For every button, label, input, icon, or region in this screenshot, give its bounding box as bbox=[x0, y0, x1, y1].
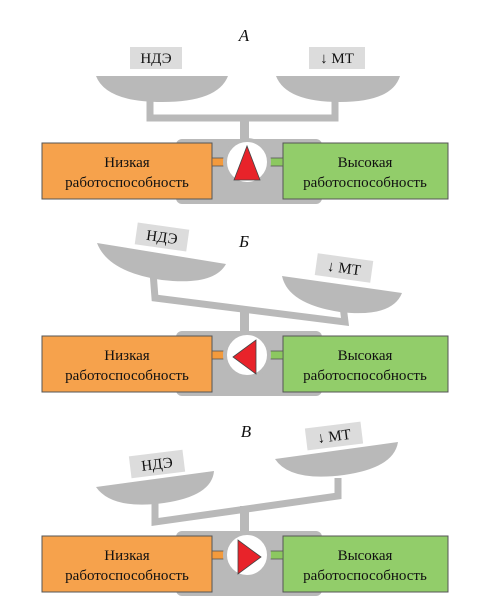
panel-a-right-pan bbox=[276, 76, 400, 102]
panel-c-low-box-line1: Низкая bbox=[104, 548, 150, 564]
panel-c-high-box-line1: Высокая bbox=[338, 548, 393, 564]
panel-b-high-box bbox=[282, 335, 449, 393]
panel-a-letter: А bbox=[238, 26, 250, 45]
panel-a-low-box bbox=[41, 142, 213, 200]
panel-c-letter: В bbox=[241, 422, 252, 441]
panel-b-right-weight-label: ↓ МТ bbox=[326, 259, 362, 280]
panel-b: Б НДЭ ↓ МТ Низкая работоспособность Высо… bbox=[41, 222, 449, 396]
panel-b-low-box-line2: работоспособность bbox=[65, 368, 189, 384]
panel-b-right-pan bbox=[282, 276, 402, 314]
panel-c-right-pan bbox=[275, 442, 398, 477]
panel-c-left-weight-label: НДЭ bbox=[141, 455, 174, 475]
panel-a-left-weight-label: НДЭ bbox=[140, 51, 171, 67]
panel-b-left-weight bbox=[134, 222, 190, 252]
panel-a-high-box-line1: Высокая bbox=[338, 155, 393, 171]
panel-a-left-pan bbox=[96, 76, 228, 102]
panel-a-left-weight bbox=[130, 47, 182, 69]
panel-b-low-box-line1: Низкая bbox=[104, 348, 150, 364]
panel-a-high-box bbox=[282, 142, 449, 200]
panel-c-high-box bbox=[282, 535, 449, 593]
panel-b-low-box bbox=[41, 335, 213, 393]
panel-b-beam bbox=[149, 271, 350, 332]
panel-b-letter: Б bbox=[238, 232, 249, 251]
panel-c-low-box-line2: работоспособность bbox=[65, 568, 189, 584]
panel-c: В НДЭ ↓ МТ Низкая работоспособность Высо… bbox=[41, 421, 449, 596]
panel-a-right-weight-label: ↓ МТ bbox=[320, 51, 354, 67]
panel-c-right-weight bbox=[304, 421, 364, 451]
panel-b-high-box-line1: Высокая bbox=[338, 348, 393, 364]
panel-c-left-weight bbox=[128, 449, 186, 479]
panel-b-left-weight-label: НДЭ bbox=[145, 228, 178, 248]
panel-b-left-pan bbox=[97, 243, 226, 282]
panel-c-low-box bbox=[41, 535, 213, 593]
panel-c-pointer bbox=[237, 539, 262, 575]
panel-a: А НДЭ ↓ МТ Низкая работоспособность Высо… bbox=[41, 26, 449, 204]
panel-b-right-weight bbox=[314, 253, 374, 283]
panel-c-left-pan bbox=[96, 471, 214, 505]
panel-a-beam bbox=[146, 100, 339, 140]
panel-a-low-box-line1: Низкая bbox=[104, 155, 150, 171]
panel-a-low-box-line2: работоспособность bbox=[65, 175, 189, 191]
panel-c-beam bbox=[151, 478, 342, 532]
panel-a-pointer bbox=[233, 144, 261, 181]
panel-c-high-box-line2: работоспособность bbox=[303, 568, 427, 584]
panel-a-right-weight bbox=[309, 47, 365, 69]
panel-b-high-box-line2: работоспособность bbox=[303, 368, 427, 384]
panel-a-high-box-line2: работоспособность bbox=[303, 175, 427, 191]
panel-c-right-weight-label: ↓ МТ bbox=[316, 427, 351, 447]
panel-b-pointer bbox=[232, 339, 257, 375]
